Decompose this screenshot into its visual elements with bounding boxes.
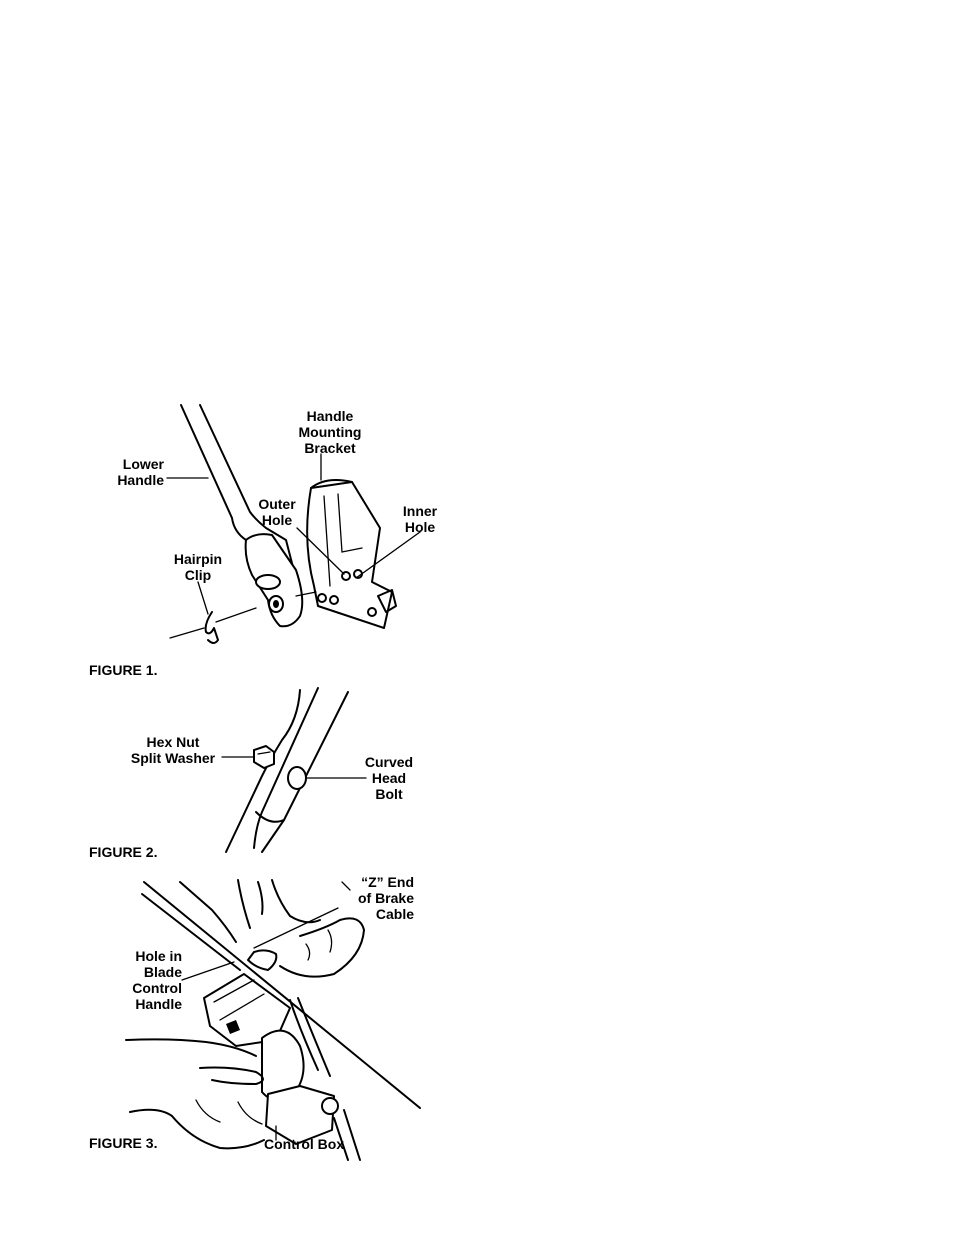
curved-head-bolt-label: Curved Head Bolt (358, 754, 420, 802)
hole-label-line2: Blade (112, 964, 182, 980)
inner-hole-label-line2: Hole (392, 519, 448, 535)
figure-1: Handle Mounting Bracket Lower Handle Out… (0, 0, 954, 680)
hole-in-blade-control-handle-label: Hole in Blade Control Handle (112, 948, 182, 1012)
hairpin-clip-label-line1: Hairpin (166, 551, 230, 567)
hex-nut-label: Hex Nut Split Washer (120, 734, 226, 766)
curved-head-bolt-label-line1: Curved (358, 754, 420, 770)
hole-label-line3: Control (112, 980, 182, 996)
hole-label-line4: Handle (112, 996, 182, 1012)
figure-1-caption: FIGURE 1. (89, 662, 157, 678)
handle-mounting-bracket-label: Handle Mounting Bracket (285, 408, 375, 456)
outer-hole-label: Outer Hole (250, 496, 304, 528)
z-end-label-line3: Cable (344, 906, 414, 922)
hole-label-line1: Hole in (112, 948, 182, 964)
bracket-label-line1: Handle (285, 408, 375, 424)
z-end-label-line2: of Brake (344, 890, 414, 906)
z-end-label-line1: “Z” End (344, 874, 414, 890)
inner-hole-label: Inner Hole (392, 503, 448, 535)
hex-nut-label-line1: Hex Nut (120, 734, 226, 750)
figure-3-drawing (0, 870, 954, 1170)
outer-hole-label-line1: Outer (250, 496, 304, 512)
hex-nut-label-line2: Split Washer (120, 750, 226, 766)
z-end-brake-cable-label: “Z” End of Brake Cable (344, 874, 414, 922)
lower-handle-label-line2: Handle (100, 472, 164, 488)
figure-2: Hex Nut Split Washer Curved Head Bolt FI… (0, 680, 954, 870)
hairpin-clip-label-line2: Clip (166, 567, 230, 583)
bracket-label-line3: Bracket (285, 440, 375, 456)
figure-2-caption: FIGURE 2. (89, 844, 157, 860)
hairpin-clip-label: Hairpin Clip (166, 551, 230, 583)
curved-head-bolt-label-line2: Head (358, 770, 420, 786)
lower-handle-label: Lower Handle (100, 456, 164, 488)
inner-hole-label-line1: Inner (392, 503, 448, 519)
bracket-label-line2: Mounting (285, 424, 375, 440)
figure-1-drawing (0, 0, 954, 680)
lower-handle-label-line1: Lower (100, 456, 164, 472)
control-box-label: Control Box (264, 1136, 344, 1152)
figure-3-caption: FIGURE 3. (89, 1135, 157, 1151)
figure-3: “Z” End of Brake Cable Hole in Blade Con… (0, 870, 954, 1170)
figure-2-drawing (0, 680, 954, 870)
outer-hole-label-line2: Hole (250, 512, 304, 528)
curved-head-bolt-label-line3: Bolt (358, 786, 420, 802)
